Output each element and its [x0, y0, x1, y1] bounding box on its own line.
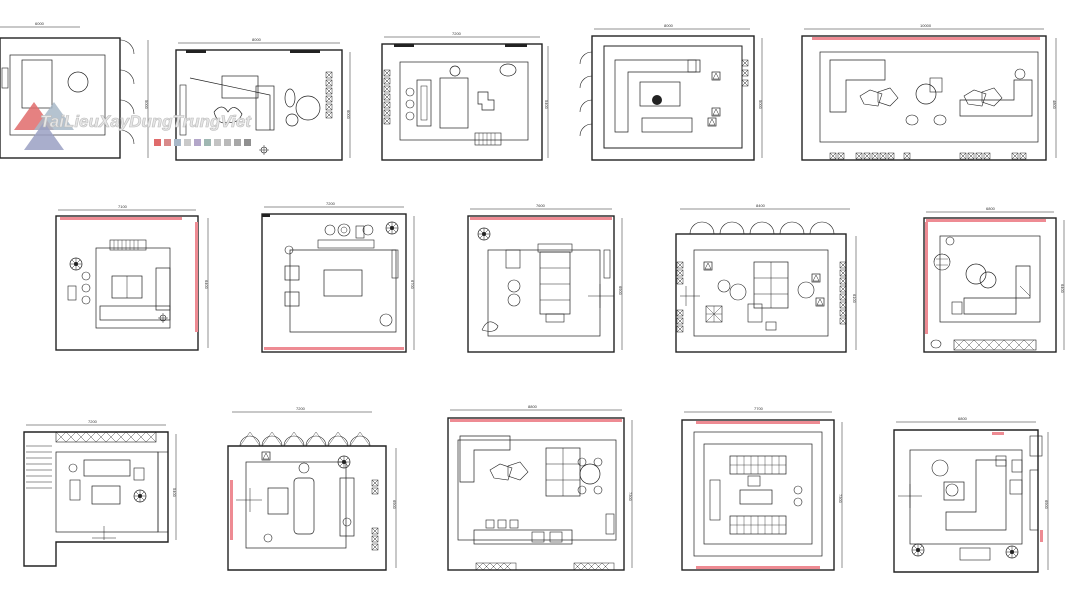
watermark-swatch [174, 139, 181, 146]
watermark-swatch [164, 139, 171, 146]
plan-14-sofa-bottom [729, 515, 787, 535]
plan-12: 7200 6900 [227, 406, 397, 571]
plan-6: 7100 6400 [55, 204, 209, 351]
plan-3-side-dim: 5400 [544, 100, 549, 110]
plan-12-side-dim: 6900 [392, 500, 397, 510]
plan-14-top-dim: 7700 [754, 406, 764, 411]
plan-2-side-dim: 6000 [346, 110, 351, 120]
plan-14: 7700 7300 [681, 406, 843, 571]
plan-7-top-dim: 7200 [326, 201, 336, 206]
plan-8: 7600 6900 [467, 203, 623, 353]
plan-11-top-dim: 7200 [88, 419, 98, 424]
plan-13-bottom-windows [475, 562, 615, 571]
plan-11-side-dim: 5400 [172, 488, 177, 498]
plan-2: 8000 6000 [175, 37, 351, 161]
plan-9-top-dim: 8400 [756, 203, 766, 208]
plan-1-side-dim: 5000 [144, 100, 149, 110]
plan-8-side-dim: 6900 [618, 286, 623, 296]
plan-14-sofa-top [729, 455, 787, 475]
plan-3-top-dim: 7200 [452, 31, 462, 36]
plan-14-side-dim: 7300 [838, 494, 843, 504]
plan-2-top-dim: 8000 [252, 37, 262, 42]
plan-15-top-dim: 6800 [958, 416, 968, 421]
plan-15: 6800 6900 [893, 416, 1049, 573]
plan-1-top-dim: 6000 [35, 21, 45, 26]
watermark-swatch [184, 139, 191, 146]
plan-4-top-dim: 8000 [664, 23, 674, 28]
watermark-swatch [204, 139, 211, 146]
plan-11: 7200 5400 [23, 419, 177, 567]
plan-4: 8000 5000 [579, 23, 763, 161]
plan-15-side-dim: 6900 [1044, 500, 1049, 510]
plan-3: 7200 5400 [381, 31, 549, 161]
plan-12-top-dim: 7200 [296, 406, 306, 411]
plan-10-top-dim: 6800 [986, 206, 996, 211]
plan-9-side-dim: 6100 [852, 294, 857, 304]
watermark-swatch [234, 139, 241, 146]
watermark-swatch [224, 139, 231, 146]
plan-7-side-dim: 6700 [410, 280, 415, 290]
plan-5-side-dim: 4800 [1052, 100, 1057, 110]
plan-6-side-dim: 6400 [204, 280, 209, 290]
plan-13-side-dim: 7300 [628, 492, 633, 502]
watermark-swatches [154, 139, 251, 146]
watermark-logo: TaiLieuXayDungTrungViet [14, 102, 253, 150]
plan-6-top-dim: 7100 [118, 204, 128, 209]
plan-13-top-dim: 8800 [528, 404, 538, 409]
plan-10-side-dim: 6400 [1060, 284, 1065, 294]
plan-10: 6800 6400 [923, 206, 1065, 353]
plan-13: 8800 7300 [447, 404, 633, 571]
plan-1: 6000 5000 [0, 21, 149, 159]
plan-4-side-dim: 5000 [758, 100, 763, 110]
plan-5-top-dim: 10000 [920, 23, 932, 28]
watermark-swatch [214, 139, 221, 146]
plan-9: 8400 6100 [675, 203, 857, 353]
plan-7: 7200 6700 [261, 201, 415, 353]
plan-5: 10000 4800 [801, 23, 1057, 161]
watermark-swatch [154, 139, 161, 146]
watermark-swatch [194, 139, 201, 146]
watermark-text: TaiLieuXayDungTrungViet [40, 112, 252, 131]
plan-8-top-dim: 7600 [536, 203, 546, 208]
watermark-swatch [244, 139, 251, 146]
